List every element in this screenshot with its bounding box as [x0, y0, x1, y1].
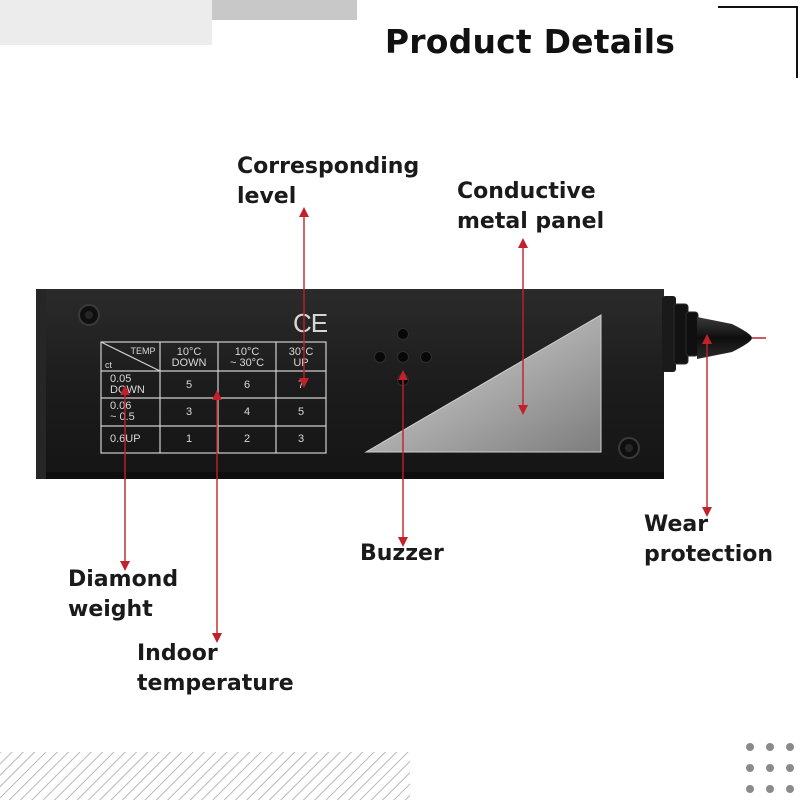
ce-mark: CE: [293, 308, 328, 338]
label-buzzer: Buzzer: [360, 541, 444, 566]
table-corner-ct: ct: [105, 360, 113, 370]
table-corner-temp: TEMP: [130, 346, 156, 356]
label-conductive-panel: Conductive metal panel: [457, 179, 605, 234]
diamond-tester-device: [36, 289, 766, 479]
diagonal-hatch-decoration: [0, 752, 410, 800]
table-cell: 5: [297, 406, 305, 418]
conductive-metal-panel: [364, 314, 602, 453]
table-col-header: 10°C DOWN: [171, 346, 207, 369]
corner-bracket: [718, 6, 798, 78]
label-corresponding-level: Corresponding level: [237, 154, 420, 209]
table-cell: 1: [185, 433, 193, 445]
top-gray-bar-light: [0, 0, 212, 45]
top-gray-bar-dark: [212, 0, 357, 20]
page-title: Product Details: [384, 22, 676, 61]
table-col-header: 10°C ~ 30°C: [229, 346, 265, 369]
label-indoor-temperature: Indoor temperature: [137, 641, 294, 696]
table-cell: 3: [185, 406, 193, 418]
table-cell: 3: [297, 433, 305, 445]
table-cell: 6: [243, 379, 251, 391]
tip-collar: [662, 296, 676, 372]
table-cell: 5: [185, 379, 193, 391]
dot-grid-decoration: [746, 743, 794, 793]
table-cell: 4: [243, 406, 251, 418]
label-diamond-weight: Diamond weight: [68, 567, 179, 622]
label-wear-protection: Wear protection: [644, 512, 774, 567]
table-cell: 2: [243, 433, 251, 445]
